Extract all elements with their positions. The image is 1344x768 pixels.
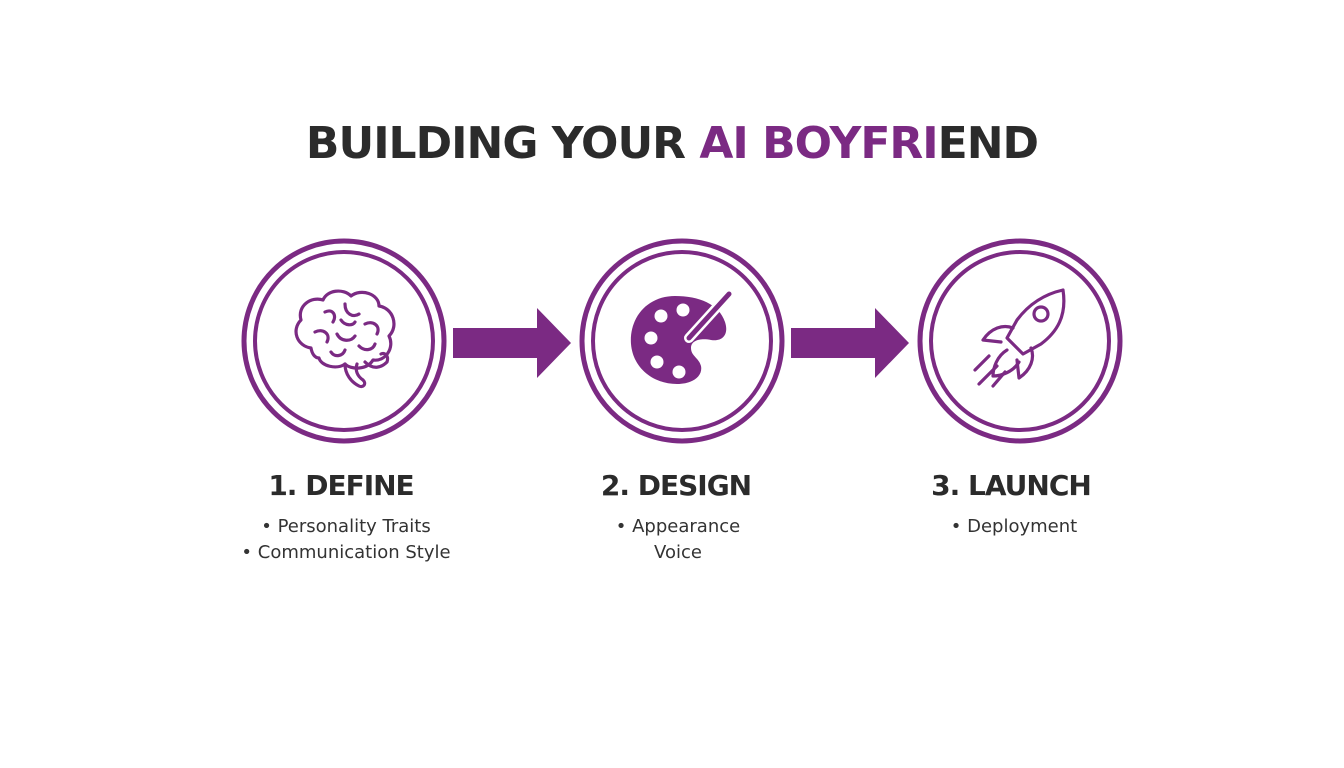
page-title: BUILDING YOUR AI BOYFRIEND xyxy=(0,112,1344,176)
arrow-right-icon xyxy=(791,308,909,378)
step-1-circle xyxy=(241,238,447,444)
title-part-3: END xyxy=(937,118,1039,169)
arrow-right-icon xyxy=(453,308,571,378)
title-part-1: BUILDING YOUR xyxy=(305,118,700,169)
step-1-title: 1. DEFINE xyxy=(268,469,414,502)
list-item: • Deployment xyxy=(950,516,1078,537)
list-item: • Personality Traits xyxy=(261,516,431,537)
step-1-list: • Personality Traits • Communication Sty… xyxy=(196,514,496,566)
step-3-list: • Deployment xyxy=(864,514,1164,540)
step-3-circle xyxy=(917,238,1123,444)
arrow-1 xyxy=(453,308,573,378)
brain-icon xyxy=(241,238,447,444)
list-item: • Communication Style xyxy=(241,542,451,563)
step-3-title: 3. LAUNCH xyxy=(931,469,1092,502)
step-2-list: • Appearance Voice xyxy=(528,514,828,566)
rocket-icon xyxy=(917,238,1123,444)
step-2-title: 2. DESIGN xyxy=(600,469,752,502)
list-item: • Appearance xyxy=(615,516,741,537)
step-2-circle xyxy=(579,238,785,444)
title-part-2-accent: AI BOYFRI xyxy=(699,118,938,169)
arrow-2 xyxy=(791,308,911,378)
palette-icon xyxy=(579,238,785,444)
list-item: Voice xyxy=(654,542,702,563)
